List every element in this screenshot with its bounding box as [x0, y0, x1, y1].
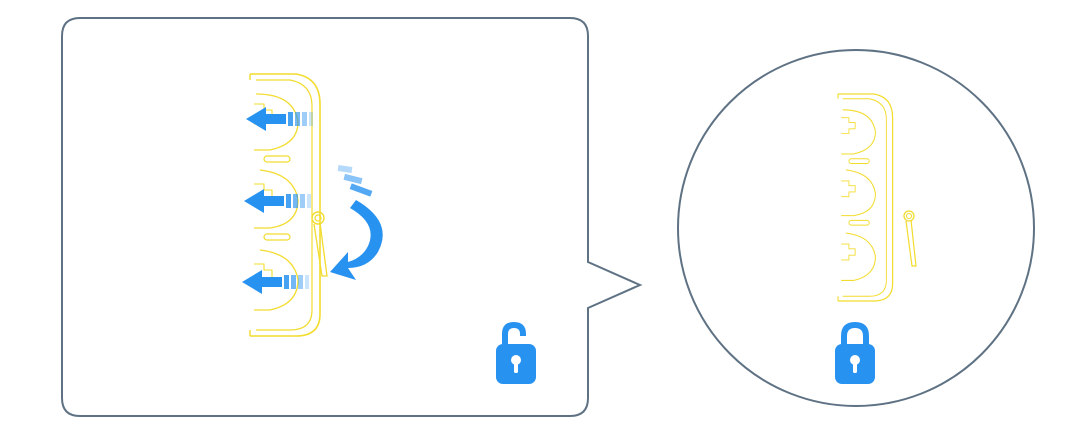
unlocked-padlock-icon — [496, 322, 536, 384]
locked-padlock-icon — [835, 322, 875, 384]
latch-lever — [311, 211, 328, 277]
detail-circle — [677, 49, 1035, 407]
latch-lever-locked — [903, 210, 917, 267]
rotate-arrow-icon — [330, 165, 383, 280]
callout-frame — [61, 17, 643, 417]
